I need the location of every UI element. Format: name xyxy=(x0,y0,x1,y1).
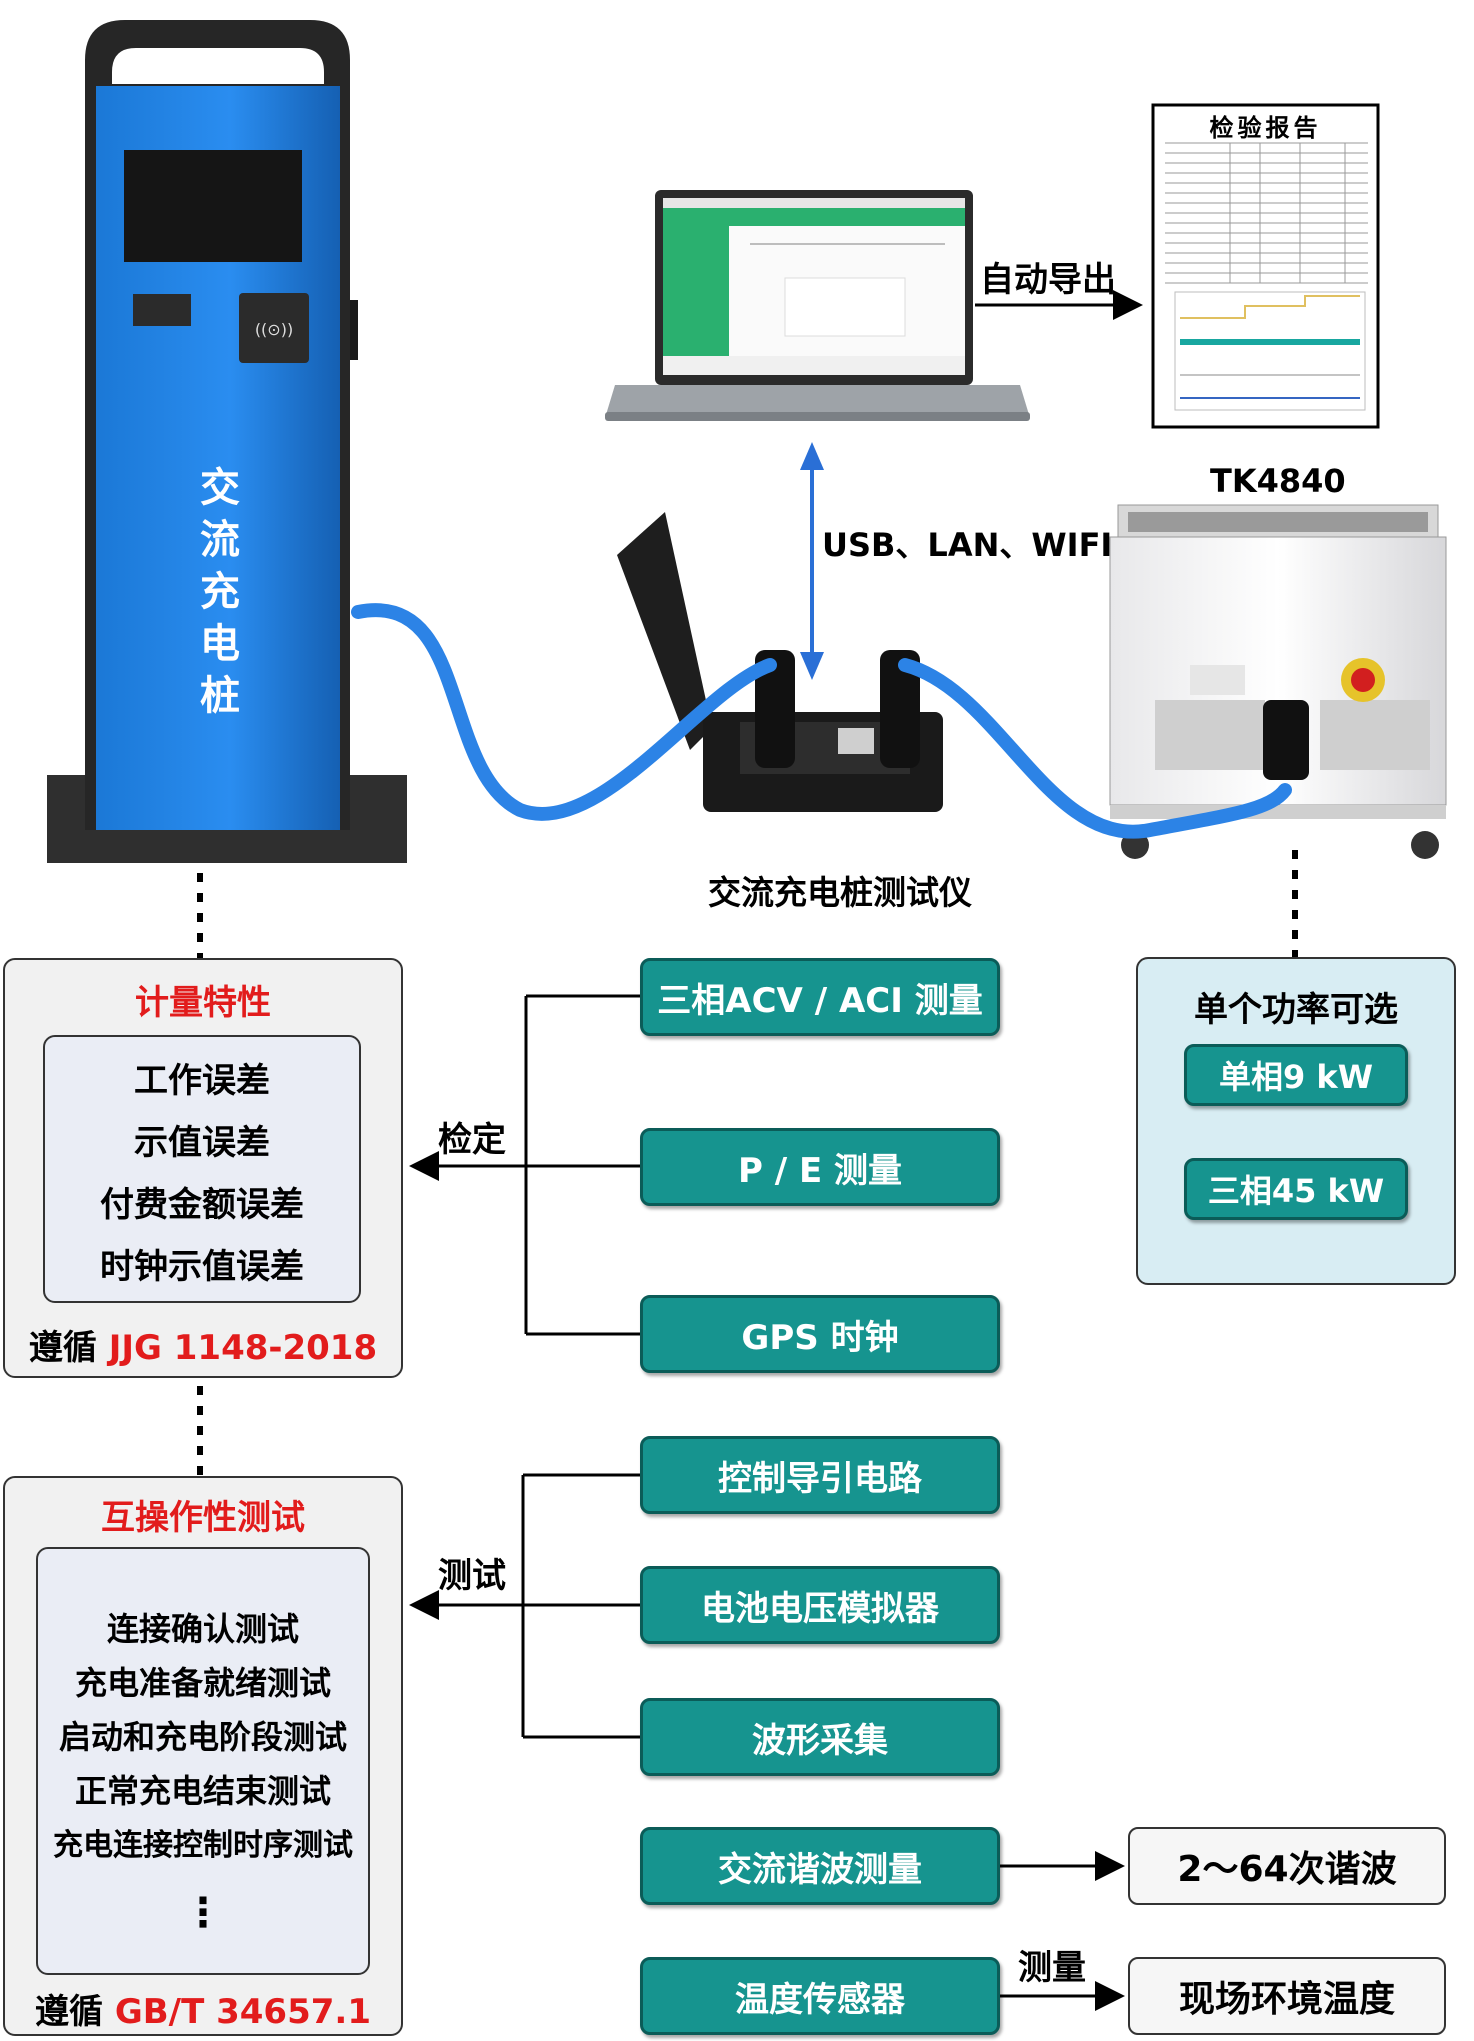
test-bracket xyxy=(409,1473,640,1739)
metrology-item: 付费金额误差 xyxy=(100,1185,304,1225)
power-option: 三相45 kW xyxy=(1184,1158,1408,1220)
feature-box: 温度传感器 xyxy=(640,1957,1000,2035)
standard-code: GB/T 34657.1 xyxy=(114,1992,371,2032)
interop-title: 互操作性测试 xyxy=(101,1498,305,1538)
standard-prefix: 遵循 xyxy=(28,1328,109,1368)
interop-standard: 遵循 GB/T 34657.1 xyxy=(3,1984,403,2033)
standard-code: JJG 1148-2018 xyxy=(108,1328,378,1368)
feature-box: GPS 时钟 xyxy=(640,1295,1000,1373)
feature-box: 三相ACV / ACI 测量 xyxy=(640,958,1000,1036)
power-title: 单个功率可选 xyxy=(1194,990,1398,1030)
usb-double-arrow xyxy=(800,442,824,680)
test-label: 测试 xyxy=(438,1556,506,1596)
metrology-inner xyxy=(43,1035,361,1303)
feature-box: 波形采集 xyxy=(640,1698,1000,1776)
power-option: 单相9 kW xyxy=(1184,1044,1408,1106)
laptop xyxy=(605,190,1030,421)
metrology-standard: 遵循 JJG 1148-2018 xyxy=(3,1320,403,1369)
cables xyxy=(351,603,1292,839)
feature-box: 交流谐波测量 xyxy=(640,1827,1000,1905)
metrology-item: 示值误差 xyxy=(134,1123,270,1163)
ellipsis: ⋮ xyxy=(183,1890,223,1936)
harmonic-result: 2～64次谐波 xyxy=(1128,1827,1446,1905)
interop-item: 充电连接控制时序测试 xyxy=(53,1828,353,1863)
feature-box: 电池电压模拟器 xyxy=(640,1566,1000,1644)
svg-text:((⊙)): ((⊙)) xyxy=(255,320,293,339)
feature-box: 控制导引电路 xyxy=(640,1436,1000,1514)
verify-bracket xyxy=(409,994,640,1336)
power-panel xyxy=(1136,957,1456,1285)
tester-device xyxy=(617,512,943,812)
standard-prefix: 遵循 xyxy=(35,1992,115,2032)
feature-box: P / E 测量 xyxy=(640,1128,1000,1206)
metrology-title: 计量特性 xyxy=(135,983,271,1023)
interop-item: 启动和充电阶段测试 xyxy=(58,1718,347,1756)
interop-inner xyxy=(36,1547,370,1975)
metrology-item: 工作误差 xyxy=(134,1061,270,1101)
interop-item: 连接确认测试 xyxy=(106,1610,299,1648)
charging-pile: ((⊙)) xyxy=(47,20,407,863)
connection-label: USB、LAN、WIFI xyxy=(822,526,1113,564)
load-bank xyxy=(1109,504,1447,859)
measure-label: 测量 xyxy=(1018,1948,1086,1988)
dotted-connectors xyxy=(197,850,1298,1476)
export-label: 自动导出 xyxy=(980,260,1116,300)
interop-item: 充电准备就绪测试 xyxy=(74,1664,331,1702)
verify-label: 检定 xyxy=(438,1120,506,1160)
interop-item: 正常充电结束测试 xyxy=(74,1772,331,1810)
inspection-report xyxy=(1151,103,1380,429)
pile-label: 交流充电桩 xyxy=(200,465,240,719)
report-title: 检验报告 xyxy=(1209,114,1322,142)
tester-label: 交流充电桩测试仪 xyxy=(708,873,972,912)
temperature-result: 现场环境温度 xyxy=(1128,1957,1446,2035)
metrology-item: 时钟示值误差 xyxy=(100,1247,304,1287)
load-bank-model: TK4840 xyxy=(1210,462,1346,500)
